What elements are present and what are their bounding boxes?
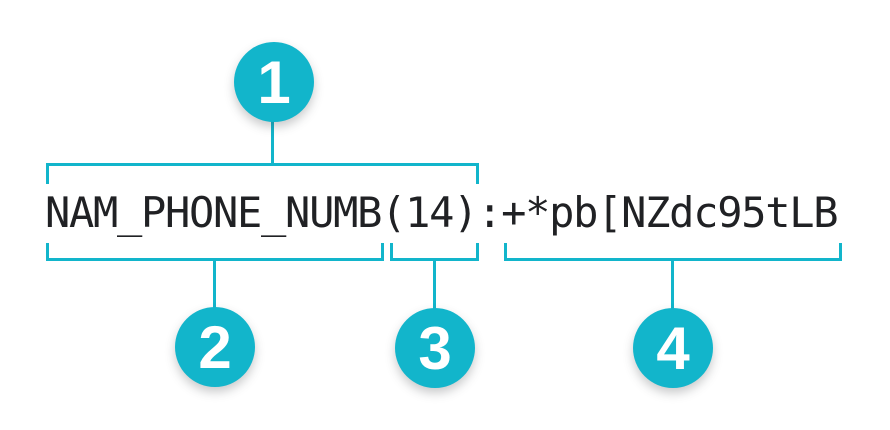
callout-3-connector-line bbox=[433, 258, 436, 311]
callout-2-connector-line bbox=[213, 258, 216, 311]
callout-1-badge: 1 bbox=[234, 42, 314, 122]
callout-4-number: 4 bbox=[656, 314, 690, 382]
callout-4-connector-line bbox=[671, 258, 674, 311]
code-line: NAM_PHONE_NUMB(14):+*pb[NZdc95tLB bbox=[45, 192, 839, 234]
callout-2-number: 2 bbox=[198, 313, 232, 381]
callout-1-number: 1 bbox=[257, 48, 291, 116]
callout-2-badge: 2 bbox=[175, 307, 255, 387]
callout-4-badge: 4 bbox=[633, 308, 713, 388]
code-field-name: NAM_PHONE_NUMB bbox=[45, 188, 382, 237]
callout-1-connector-line bbox=[271, 120, 274, 165]
code-separator: : bbox=[477, 188, 502, 237]
callout-3-badge: 3 bbox=[395, 308, 475, 388]
code-masked-value: +*pb[NZdc95tLB bbox=[501, 188, 838, 237]
bracket-full-field-header bbox=[46, 163, 479, 184]
callout-3-number: 3 bbox=[418, 314, 452, 382]
code-field-length: (14) bbox=[381, 188, 478, 237]
